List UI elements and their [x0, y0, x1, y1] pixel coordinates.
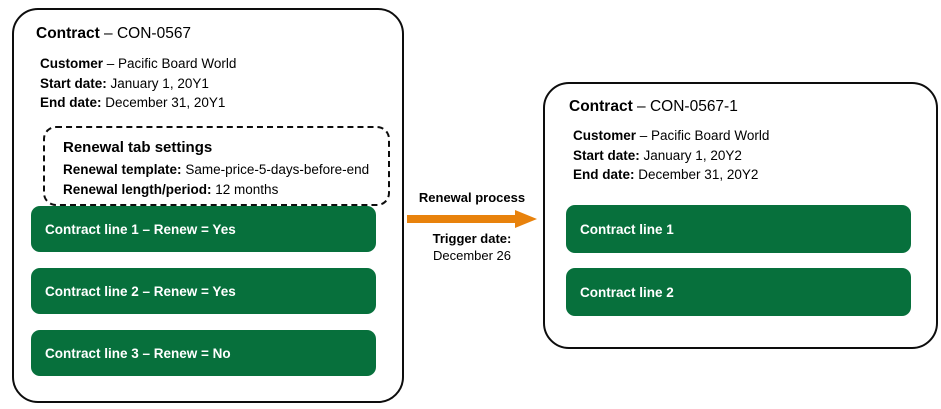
source-contract-title-label: Contract	[36, 25, 100, 42]
renewed-detail-customer-separator: –	[636, 128, 652, 143]
renewal-tab-settings-list: Renewal template: Same-price-5-days-befo…	[63, 160, 369, 200]
renewed-detail-customer: Customer – Pacific Board World	[573, 126, 769, 146]
source-contract-line-3: Contract line 3 – Renew = No	[31, 330, 376, 376]
source-detail-customer-value: Pacific Board World	[118, 56, 237, 71]
source-contract-line-1-label: Contract line 1 – Renew = Yes	[45, 221, 236, 237]
renewed-contract-line-1: Contract line 1	[566, 205, 911, 253]
renewal-process-group: Renewal process Trigger date: December 2…	[404, 190, 540, 270]
source-detail-start-date-value: January 1, 20Y1	[110, 75, 209, 91]
source-contract-title: Contract – CON-0567	[36, 25, 191, 43]
right-arrow-icon	[407, 210, 537, 228]
source-detail-customer: Customer – Pacific Board World	[40, 54, 236, 74]
renewed-detail-end-date-value: December 31, 20Y2	[638, 167, 759, 182]
renewed-detail-end-date-label: End date:	[573, 167, 635, 182]
source-contract-line-1: Contract line 1 – Renew = Yes	[31, 206, 376, 252]
source-detail-end-date-label: End date:	[40, 95, 102, 110]
renewed-detail-end-date: End date: December 31, 20Y2	[573, 165, 769, 185]
renewal-length-period-value: 12 months	[215, 182, 279, 197]
renewal-template-label: Renewal template:	[63, 162, 182, 177]
renewed-detail-customer-value: Pacific Board World	[651, 128, 770, 143]
renewal-length-period-row: Renewal length/period: 12 months	[63, 180, 369, 200]
renewal-template-row: Renewal template: Same-price-5-days-befo…	[63, 160, 369, 180]
source-contract-details: Customer – Pacific Board World Start dat…	[40, 54, 236, 113]
renewed-detail-customer-label: Customer	[573, 128, 637, 143]
renewal-template-value: Same-price-5-days-before-end	[185, 162, 370, 177]
source-contract-line-3-label: Contract line 3 – Renew = No	[45, 345, 231, 361]
source-detail-end-date-value: December 31, 20Y1	[105, 95, 226, 110]
renewed-detail-start-date-value: January 1, 20Y2	[643, 147, 742, 163]
source-detail-customer-label: Customer	[40, 56, 104, 71]
source-contract-title-value: CON-0567	[116, 25, 192, 42]
source-contract-panel: Contract – CON-0567 Customer – Pacific B…	[12, 8, 404, 403]
renewal-tab-settings-box: Renewal tab settings Renewal template: S…	[43, 126, 390, 206]
renewed-contract-title-label: Contract	[569, 98, 633, 115]
source-contract-title-separator: –	[99, 25, 117, 42]
renewed-contract-details: Customer – Pacific Board World Start dat…	[573, 126, 769, 185]
renewed-contract-title: Contract – CON-0567-1	[569, 98, 738, 116]
source-contract-line-2-label: Contract line 2 – Renew = Yes	[45, 283, 236, 299]
renewed-contract-title-value: CON-0567-1	[649, 98, 738, 115]
renewed-contract-title-separator: –	[632, 98, 650, 115]
renewed-contract-line-2: Contract line 2	[566, 268, 911, 316]
renewed-detail-start-date: Start date: January 1, 20Y2	[573, 146, 769, 166]
renewal-length-period-label: Renewal length/period:	[63, 182, 212, 197]
source-contract-line-2: Contract line 2 – Renew = Yes	[31, 268, 376, 314]
source-detail-end-date: End date: December 31, 20Y1	[40, 93, 236, 113]
renewal-process-label: Renewal process	[418, 190, 526, 205]
renewed-detail-start-date-label: Start date:	[573, 147, 640, 163]
renewed-contract-line-1-label: Contract line 1	[580, 221, 674, 237]
renewed-contract-panel: Contract – CON-0567-1 Customer – Pacific…	[543, 82, 938, 349]
source-detail-start-date-label: Start date:	[40, 75, 107, 91]
source-detail-customer-separator: –	[103, 56, 119, 71]
renewed-contract-line-2-label: Contract line 2	[580, 284, 674, 300]
trigger-date-label: Trigger date:	[432, 231, 512, 246]
source-detail-start-date: Start date: January 1, 20Y1	[40, 74, 236, 94]
trigger-date-value: December 26	[432, 248, 512, 263]
renewal-tab-settings-title: Renewal tab settings	[63, 139, 213, 156]
